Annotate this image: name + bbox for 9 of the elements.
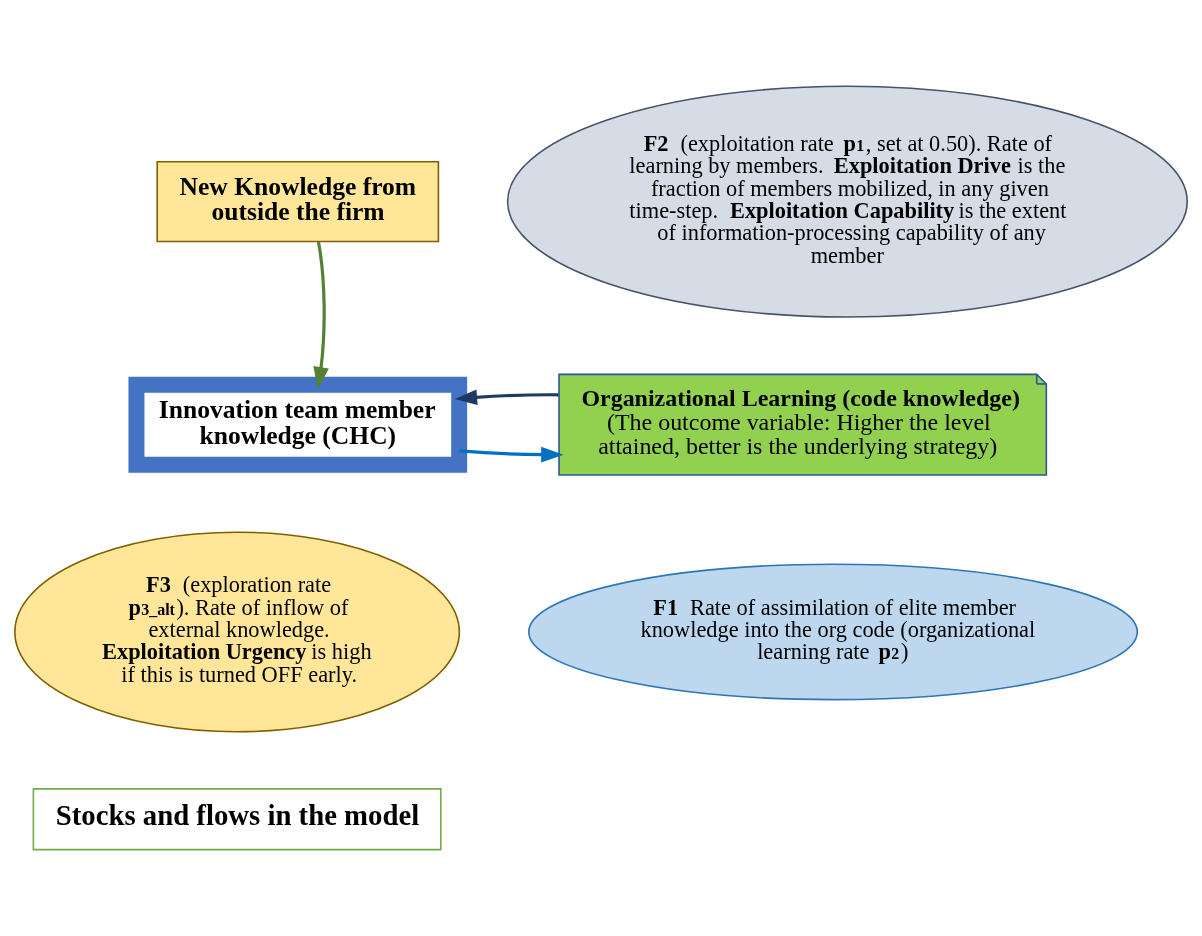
node-ellipse: F3 (exploration rate p3_alt). Rate of inflow of external knowledge. Exploitation Urgency is high if this is turned OFF early.	[14, 531, 461, 733]
arrow	[313, 241, 329, 390]
node-box: New Knowledge from outside the firm	[156, 160, 440, 243]
node-box: Innovation team member knowledge (CHC)	[128, 376, 468, 473]
node-ellipse: F1 Rate of assimilation of elite member knowledge into the org code (organizational learning rate p2)	[528, 563, 1139, 701]
arrow	[459, 446, 564, 463]
arrow	[454, 389, 559, 406]
node-box: Stocks and flows in the model	[32, 788, 442, 851]
node-ellipse: F2 (exploitation rate p1, set at 0.50). Rate of learning by members. Exploitation Drive is the fraction of members mobilized, in any given time-step. Exploitation Capability is the extent of information-processing capability of any member	[506, 85, 1188, 318]
